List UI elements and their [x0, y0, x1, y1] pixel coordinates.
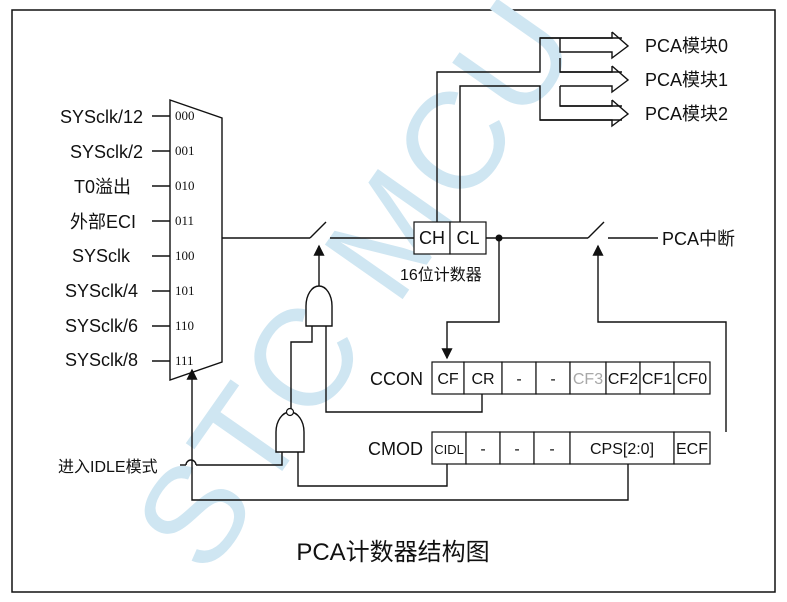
input-label: SYSclk/2: [70, 142, 143, 162]
cmod-name: CMOD: [368, 439, 423, 459]
mux-code: 100: [175, 248, 195, 263]
ccon-register: CF CR - - CF3 CF2 CF1 CF0: [431, 361, 711, 395]
idle-label: 进入IDLE模式: [58, 458, 158, 476]
ccon-bit: -: [550, 371, 555, 388]
output-module-1: PCA模块1: [645, 70, 728, 90]
module-arrows: [540, 31, 630, 128]
cmod-bit: ECF: [676, 441, 708, 458]
output-module-0: PCA模块0: [645, 36, 728, 56]
ccon-bit: -: [516, 371, 521, 388]
input-label: 外部ECI: [70, 212, 136, 232]
mux-code: 010: [175, 178, 195, 193]
input-label: T0溢出: [74, 177, 131, 197]
cmod-bit: -: [514, 441, 519, 458]
run-switch: [309, 221, 327, 239]
mux-code: 101: [175, 283, 195, 298]
input-label: SYSclk: [72, 246, 131, 266]
ccon-bit: CF1: [642, 371, 672, 388]
mux-code: 011: [175, 213, 194, 228]
counter-ch: [413, 221, 451, 255]
interrupt-switch: [587, 221, 605, 239]
ccon-bit: CF2: [608, 371, 638, 388]
ccon-bit: CR: [471, 371, 494, 388]
mux-code: 001: [175, 143, 195, 158]
output-module-2: PCA模块2: [645, 104, 728, 124]
counter-caption: 16位计数器: [400, 266, 482, 284]
watermark: STC MCU: [105, 0, 608, 596]
mux-code: 111: [175, 353, 194, 368]
input-label: SYSclk/4: [65, 281, 138, 301]
counter-cl-label: CL: [456, 228, 479, 248]
mux-inputs: SYSclk/12 SYSclk/2 T0溢出 外部ECI SYSclk SYS…: [60, 107, 195, 370]
clock-mux: [169, 99, 223, 381]
cmod-bit: -: [549, 441, 554, 458]
ccon-name: CCON: [370, 369, 423, 389]
cmod-bit: CIDL: [434, 442, 464, 457]
nand-bubble: [285, 407, 295, 417]
cmod-register: CIDL - - - CPS[2:0] ECF: [431, 431, 711, 465]
ccon-bit-dimmed: CF3: [573, 371, 603, 388]
and-gate: [305, 285, 333, 327]
ccon-bit: CF: [437, 371, 459, 388]
counter-ch-label: CH: [419, 228, 445, 248]
ccon-bit: CF0: [677, 371, 707, 388]
cmod-bit: CPS[2:0]: [590, 441, 654, 458]
input-label: SYSclk/6: [65, 316, 138, 336]
interrupt-label: PCA中断: [662, 229, 735, 249]
cmod-bit: -: [480, 441, 485, 458]
outer-frame: [11, 9, 776, 593]
diagram-title: PCA计数器结构图: [296, 539, 489, 566]
mux-code: 000: [175, 108, 195, 123]
input-label: SYSclk/8: [65, 350, 138, 370]
mux-code: 110: [175, 318, 194, 333]
input-label: SYSclk/12: [60, 107, 143, 127]
